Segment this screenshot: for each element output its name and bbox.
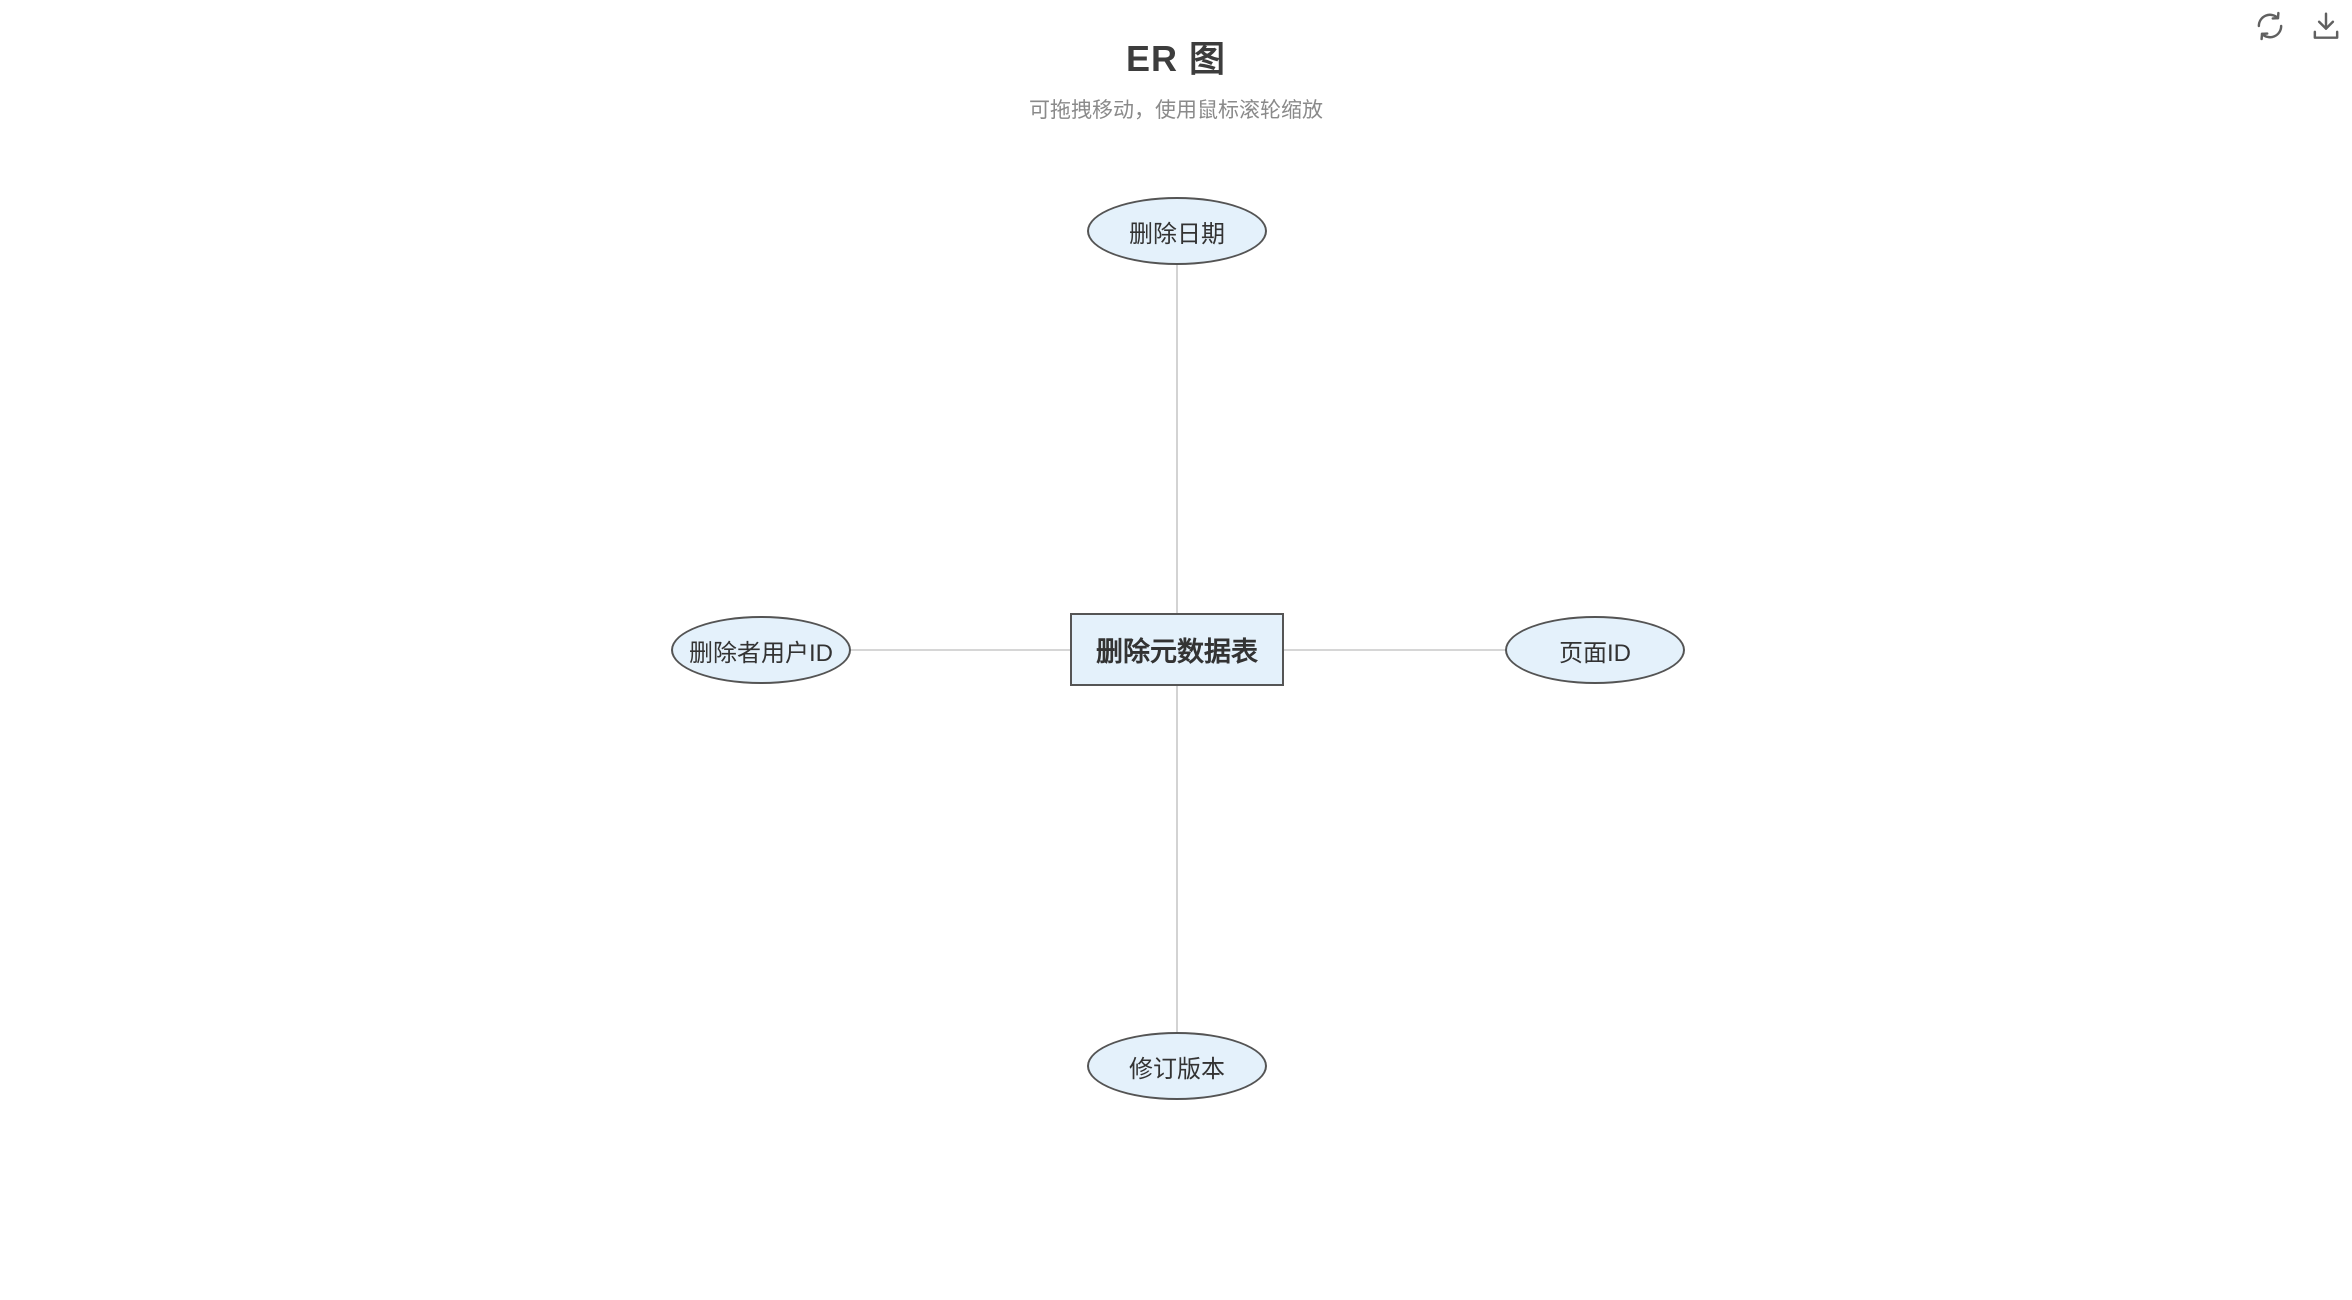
download-icon bbox=[2309, 9, 2343, 43]
entity-node[interactable]: 删除元数据表 bbox=[1070, 613, 1284, 686]
attribute-label: 删除者用户ID bbox=[689, 639, 833, 667]
download-button[interactable] bbox=[2308, 8, 2344, 44]
toolbar bbox=[2252, 8, 2344, 44]
header: ER 图 可拖拽移动，使用鼠标滚轮缩放 bbox=[0, 0, 2352, 124]
attribute-node-bottom[interactable]: 修订版本 bbox=[1087, 1032, 1267, 1100]
attribute-label: 删除日期 bbox=[1129, 220, 1225, 248]
page-title: ER 图 bbox=[1125, 38, 1226, 79]
attribute-label: 修订版本 bbox=[1129, 1055, 1225, 1083]
refresh-icon bbox=[2253, 9, 2287, 43]
page-subtitle: 可拖拽移动，使用鼠标滚轮缩放 bbox=[1029, 99, 1323, 122]
attribute-label: 页面ID bbox=[1559, 639, 1631, 667]
refresh-button[interactable] bbox=[2252, 8, 2288, 44]
attribute-node-left[interactable]: 删除者用户ID bbox=[671, 616, 851, 684]
attribute-node-top[interactable]: 删除日期 bbox=[1087, 197, 1267, 265]
entity-label: 删除元数据表 bbox=[1096, 637, 1258, 667]
attribute-node-right[interactable]: 页面ID bbox=[1505, 616, 1685, 684]
